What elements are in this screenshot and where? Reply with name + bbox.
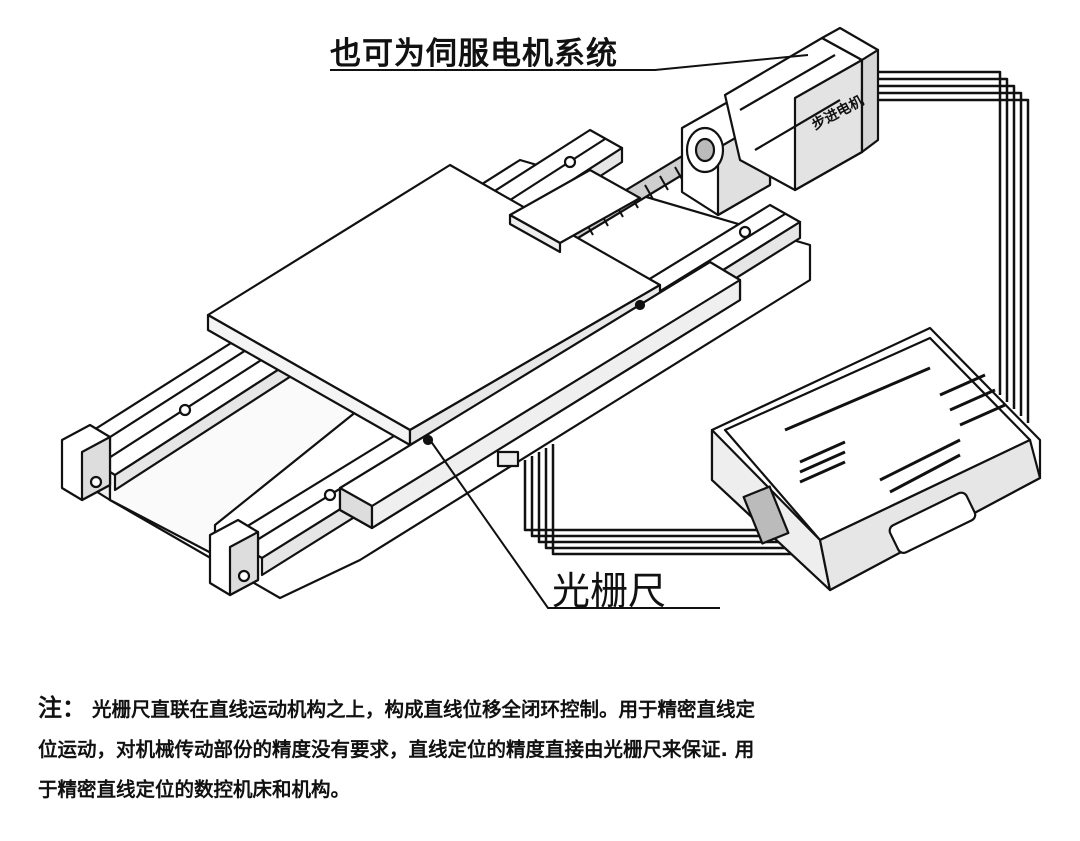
note-line-3: 于精密直线定位的数控机床和机构。 — [38, 778, 351, 801]
note-paragraph: 注： 光栅尺直联在直线运动机构之上，构成直线位移全闭环控制。用于精密直线定 位运动… — [38, 688, 1038, 810]
stepper-driver — [710, 326, 1042, 592]
grating-scale — [338, 260, 742, 530]
end-block-left — [60, 423, 112, 502]
end-block-right — [208, 518, 260, 597]
stepper-motor — [723, 26, 880, 192]
note-heading: 注： — [38, 694, 86, 722]
cable-bundle-left — [523, 444, 800, 556]
cable-bundle-right — [876, 70, 1030, 423]
note-text-1: 光栅尺直联在直线运动机构之上，构成直线位移全闭环控制。用于精密直线定 — [92, 698, 756, 721]
note-line-1: 注： 光栅尺直联在直线运动机构之上，构成直线位移全闭环控制。用于精密直线定 — [38, 688, 1038, 730]
servo-label: 也可为伺服电机系统 — [330, 36, 618, 72]
leader-lines — [330, 54, 809, 609]
grating-scale-label: 光栅尺 — [552, 569, 667, 613]
nut-bracket — [508, 168, 642, 254]
note-line-2: 位运动，对机械传动部份的精度没有要求，直线定位的精度直接由光栅尺来保证. 用 — [38, 738, 755, 761]
